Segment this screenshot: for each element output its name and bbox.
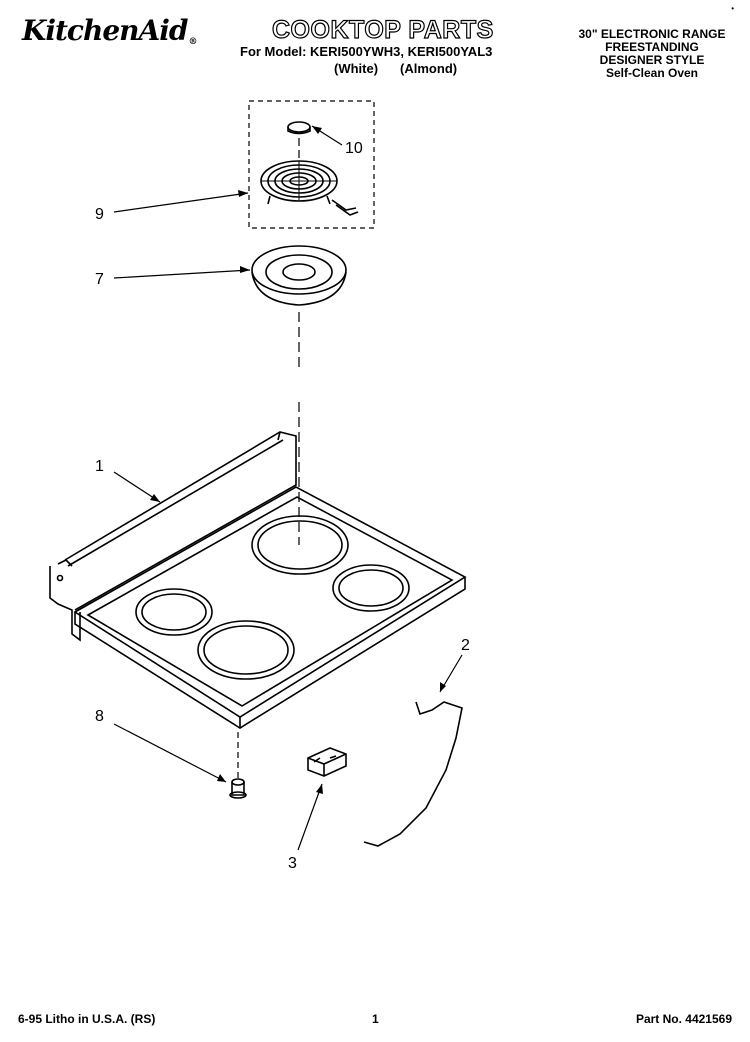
- arrow-1: [150, 494, 160, 502]
- arrow-3: [316, 784, 323, 794]
- range-style: DESIGNER STYLE: [599, 53, 705, 67]
- callout-1: 1: [95, 458, 104, 475]
- screw-part: [229, 732, 247, 799]
- color-almond: (Almond): [400, 61, 458, 76]
- color-white: (White): [334, 61, 379, 76]
- callout-2: 2: [461, 637, 470, 654]
- wire-retainer-part: [363, 701, 463, 847]
- brand-logo: KitchenAid®: [22, 14, 197, 47]
- range-oven: Self-Clean Oven: [605, 66, 699, 80]
- page-number: 1: [372, 1012, 379, 1026]
- page-title: COOKTOP PARTS: [271, 15, 494, 44]
- callout-9: 9: [95, 206, 104, 223]
- litho-note: 6-95 Litho in U.S.A. (RS): [18, 1012, 156, 1026]
- callout-7: 7: [95, 271, 104, 288]
- cooktop-part: [49, 431, 467, 729]
- corner-mark: •: [731, 4, 734, 13]
- range-stand: FREESTANDING: [605, 40, 699, 54]
- leader-9: [113, 192, 249, 213]
- arrow-2: [440, 682, 446, 692]
- part-number: Part No. 4421569: [635, 1012, 732, 1026]
- leader-3: [297, 783, 323, 851]
- arrow-10: [312, 126, 322, 134]
- leader-8: [113, 723, 227, 783]
- drip-bowl-part: [251, 245, 347, 306]
- model-line: For Model: KERI500YWH3, KERI500YAL3: [240, 44, 493, 59]
- arrow-9: [238, 190, 248, 197]
- callout-3: 3: [288, 855, 297, 872]
- brand-registered-mark: ®: [188, 37, 197, 47]
- center-cap-part: [287, 121, 311, 135]
- model-colors: (White) (Almond): [334, 61, 457, 76]
- leader-7: [113, 269, 251, 279]
- callout-10: 10: [345, 140, 363, 157]
- arrow-7: [240, 266, 250, 273]
- callout-8: 8: [95, 708, 104, 725]
- brand-name: KitchenAid: [22, 14, 188, 47]
- range-type: 30" ELECTRONIC RANGE: [578, 27, 726, 41]
- arrow-8: [217, 774, 226, 782]
- surface-element-part: [260, 160, 359, 216]
- terminal-block-part: [307, 747, 347, 777]
